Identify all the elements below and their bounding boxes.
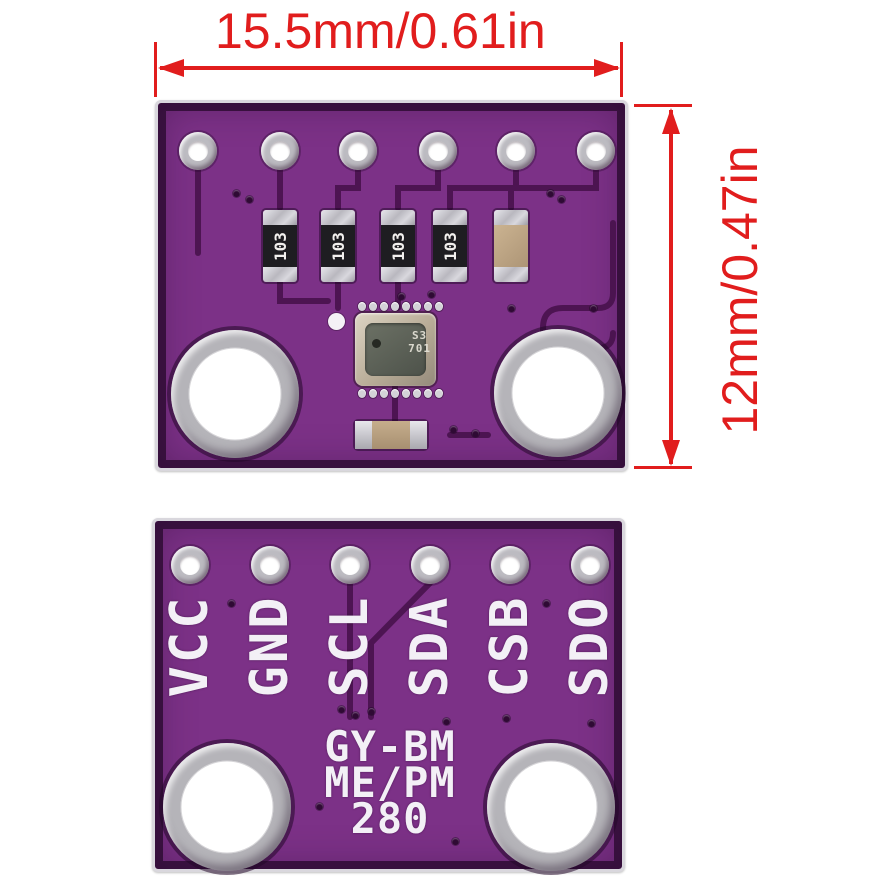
via-dot xyxy=(233,190,240,197)
height-dimension-line xyxy=(669,110,673,464)
via-dot xyxy=(398,293,405,300)
pin-hole xyxy=(497,132,535,170)
via-dot xyxy=(590,305,597,312)
resistor-103: 103 xyxy=(263,210,297,282)
resistor-103: 103 xyxy=(381,210,415,282)
width-dimension-tick-right xyxy=(620,42,623,97)
sensor-board-back: VCC GND SCL SDA CSB SDO GY-BM ME/PM 280 xyxy=(152,518,625,872)
arrowhead-down-icon xyxy=(662,440,680,466)
height-dimension-label: 12mm/0.47in xyxy=(712,145,768,435)
chip-solder-pads xyxy=(358,302,443,311)
resistor-marking: 103 xyxy=(440,231,460,261)
pin-hole xyxy=(339,132,377,170)
via-dot xyxy=(368,708,375,715)
chip-marking: S3 701 xyxy=(408,329,431,355)
pin-label-sdo: SDO xyxy=(560,594,620,698)
pin-hole-sda xyxy=(411,546,449,584)
arrowhead-left-icon xyxy=(158,59,184,77)
via-dot xyxy=(428,291,435,298)
pin-hole xyxy=(261,132,299,170)
width-dimension-label: 15.5mm/0.61in xyxy=(215,3,546,59)
pin-hole-gnd xyxy=(251,546,289,584)
pin-hole-scl xyxy=(331,546,369,584)
pin-hole-vcc xyxy=(171,546,209,584)
mounting-hole xyxy=(163,743,291,871)
via-dot xyxy=(246,196,253,203)
width-dimension-tick-left xyxy=(154,42,157,97)
arrowhead-right-icon xyxy=(594,59,620,77)
pin-label-scl: SCL xyxy=(320,594,380,698)
arrowhead-up-icon xyxy=(662,108,680,134)
silkscreen-dot xyxy=(328,313,345,330)
pin-hole xyxy=(179,132,217,170)
pin-label-csb: CSB xyxy=(480,594,540,698)
pin-hole-sdo xyxy=(571,546,609,584)
via-dot xyxy=(443,718,450,725)
via-dot xyxy=(503,715,510,722)
width-dimension-line xyxy=(160,66,618,70)
via-dot xyxy=(558,196,565,203)
capacitor xyxy=(494,210,528,282)
chip-cavity xyxy=(365,323,426,376)
via-dot xyxy=(450,426,457,433)
via-dot xyxy=(452,838,459,845)
pin-label-gnd: GND xyxy=(240,594,300,698)
via-dot xyxy=(588,720,595,727)
pin-hole xyxy=(577,132,615,170)
via-dot xyxy=(543,600,550,607)
resistor-marking: 103 xyxy=(270,231,290,261)
bme280-sensor-chip: S3 701 xyxy=(355,313,436,386)
pin-hole xyxy=(419,132,457,170)
mounting-hole xyxy=(494,329,622,457)
height-dimension-tick-top xyxy=(634,104,692,107)
chip-solder-pads xyxy=(358,389,443,398)
via-dot xyxy=(508,305,515,312)
pin-hole-csb xyxy=(491,546,529,584)
sensor-board-front: 103 103 103 103 S3 701 xyxy=(155,100,628,471)
pin-label-sda: SDA xyxy=(400,594,460,698)
via-dot xyxy=(338,706,345,713)
resistor-103: 103 xyxy=(321,210,355,282)
capacitor xyxy=(355,421,427,449)
via-dot xyxy=(228,600,235,607)
via-dot xyxy=(352,712,359,719)
via-dot xyxy=(547,190,554,197)
via-dot xyxy=(316,803,323,810)
via-dot xyxy=(472,430,479,437)
module-name-silkscreen: GY-BM ME/PM 280 xyxy=(324,722,456,843)
resistor-marking: 103 xyxy=(388,231,408,261)
chip-vent-hole-icon xyxy=(372,339,381,348)
pin-label-vcc: VCC xyxy=(160,594,220,698)
mounting-hole xyxy=(171,330,299,458)
resistor-103: 103 xyxy=(433,210,467,282)
resistor-marking: 103 xyxy=(328,231,348,261)
mounting-hole xyxy=(487,743,615,871)
height-dimension-tick-bottom xyxy=(634,466,692,469)
